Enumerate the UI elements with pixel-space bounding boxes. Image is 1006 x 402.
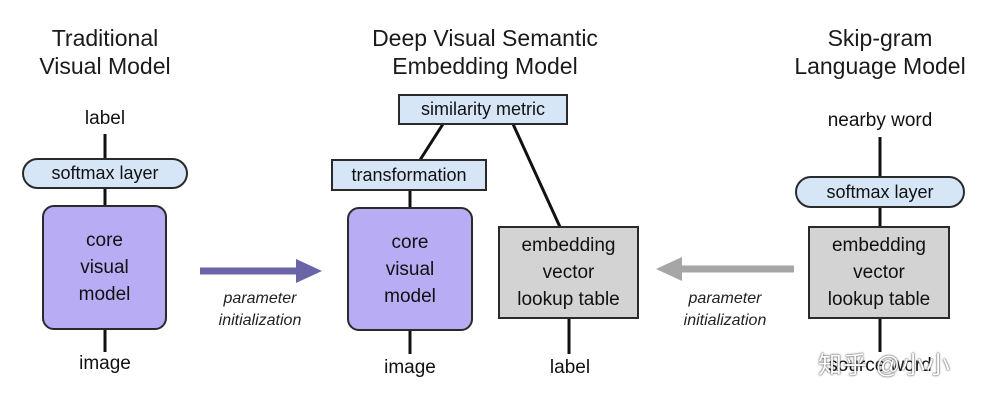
label-source-word: source word xyxy=(828,355,932,376)
title-line-2: Visual Model xyxy=(39,53,171,79)
title-line-2: Embedding Model xyxy=(392,53,578,79)
arrow-right xyxy=(656,257,794,281)
core-line-3: model xyxy=(384,285,436,307)
lookup-line-2: vector xyxy=(853,262,905,283)
core-line-1: core xyxy=(391,231,429,253)
core-line-2: visual xyxy=(80,257,129,278)
core-line-3: model xyxy=(78,284,131,305)
caption-line-1: parameter xyxy=(223,290,297,307)
label-bottom-left: image xyxy=(79,353,131,374)
caption-line-1: parameter xyxy=(688,290,762,307)
core-visual-model-middle: core visual model xyxy=(347,207,473,331)
title-skip-gram-language-model: Skip-gram Language Model xyxy=(775,24,985,80)
label-bottom-label-middle: label xyxy=(549,357,591,378)
title-line-1: Deep Visual Semantic xyxy=(372,25,598,51)
title-line-1: Traditional xyxy=(51,25,159,51)
caption-line-2: initialization xyxy=(683,312,767,329)
lookup-line-3: lookup table xyxy=(517,289,620,310)
embedding-lookup-table-right: embedding vector lookup table xyxy=(808,226,950,319)
caption-param-init-left: parameter initialization xyxy=(195,288,325,332)
lookup-line-1: embedding xyxy=(831,235,927,256)
core-line-1: core xyxy=(86,230,123,251)
lookup-line-2: vector xyxy=(542,262,595,283)
title-line-2: Language Model xyxy=(794,53,966,79)
connector-similarity-lookup xyxy=(511,123,562,228)
label-bottom-image-middle: image xyxy=(384,357,436,378)
title-devise-model: Deep Visual Semantic Embedding Model xyxy=(325,24,645,80)
title-traditional-visual-model: Traditional Visual Model xyxy=(10,24,200,80)
core-visual-model-left: core visual model xyxy=(42,205,167,330)
transformation-box: transformation xyxy=(331,159,487,191)
softmax-layer-right: softmax layer xyxy=(795,176,965,208)
softmax-layer-left: softmax layer xyxy=(22,158,188,189)
similarity-metric-box: similarity metric xyxy=(398,94,568,125)
title-line-1: Skip-gram xyxy=(827,25,933,51)
label-top-left: label xyxy=(84,108,126,129)
embedding-lookup-table-middle: embedding vector lookup table xyxy=(498,226,639,319)
watermark: 知乎 @小小 xyxy=(818,352,952,379)
connector-similarity-transformation xyxy=(418,123,445,161)
core-line-2: visual xyxy=(385,258,435,280)
arrow-left xyxy=(200,259,322,283)
lookup-line-3: lookup table xyxy=(827,289,931,310)
caption-line-2: initialization xyxy=(218,312,302,329)
lookup-line-1: embedding xyxy=(521,235,616,256)
label-nearby-word: nearby word xyxy=(827,110,933,131)
caption-param-init-right: parameter initialization xyxy=(660,288,790,332)
